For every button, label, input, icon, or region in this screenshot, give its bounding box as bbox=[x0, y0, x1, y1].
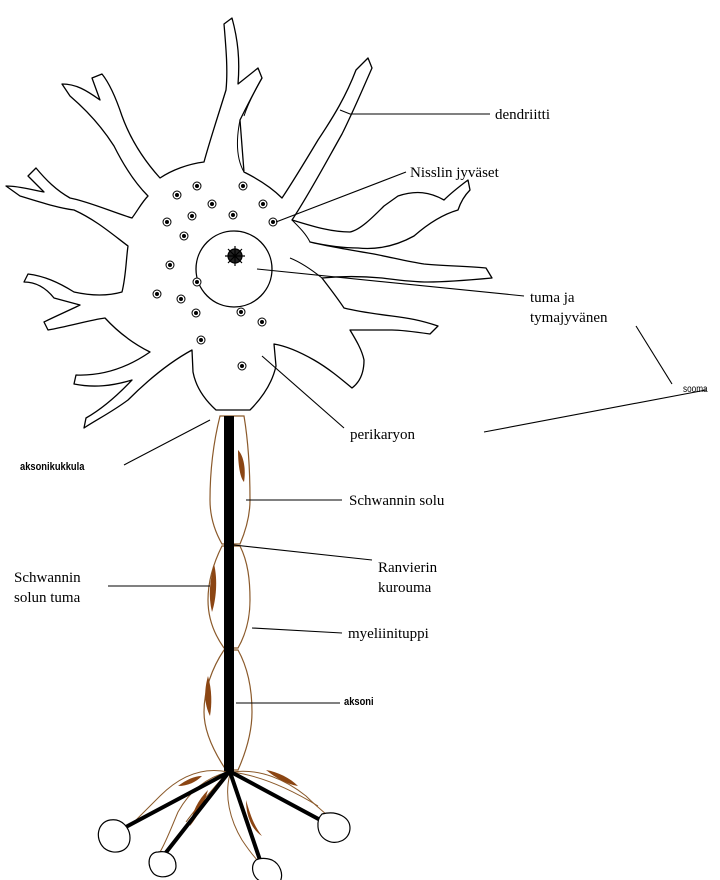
leader-myelin bbox=[252, 628, 342, 633]
leader-axon-hillock bbox=[124, 420, 210, 465]
nissl-body bbox=[239, 182, 247, 190]
nissl-body bbox=[259, 200, 267, 208]
nissl-body bbox=[238, 362, 246, 370]
label-axon-hillock: aksonikukkula bbox=[20, 460, 84, 475]
nissl-body bbox=[192, 309, 200, 317]
leader-soma-1 bbox=[636, 326, 672, 384]
label-axon: aksoni bbox=[344, 695, 374, 710]
label-schwann-nucleus-line1: Schwannin bbox=[14, 568, 81, 588]
schwann-nucleus bbox=[205, 676, 211, 716]
label-soma: sooma bbox=[683, 383, 708, 397]
label-nucleus-line2: tymajyvänen bbox=[530, 308, 607, 328]
cell-body-outline bbox=[6, 18, 492, 428]
nissl-body bbox=[258, 318, 266, 326]
label-perikaryon: perikaryon bbox=[350, 425, 415, 445]
axon bbox=[224, 416, 234, 772]
nissl-body bbox=[208, 200, 216, 208]
label-node-of-ranvier: Ranvierin kurouma bbox=[378, 558, 437, 599]
label-schwann-nucleus-line2: solun tuma bbox=[14, 588, 81, 608]
nucleolus bbox=[225, 246, 245, 266]
schwann-nucleus bbox=[238, 450, 245, 482]
label-dendrite: dendriitti bbox=[495, 105, 550, 125]
schwann-nucleus bbox=[210, 564, 216, 612]
axon-terminal-branches bbox=[124, 772, 324, 866]
label-nissl-granules: Nisslin jyväset bbox=[410, 163, 499, 183]
nissl-body bbox=[180, 232, 188, 240]
nissl-body bbox=[229, 211, 237, 219]
terminal-bouton bbox=[149, 852, 176, 877]
nissl-body bbox=[153, 290, 161, 298]
nissl-body bbox=[166, 261, 174, 269]
label-ranvier-line1: Ranvierin bbox=[378, 558, 437, 578]
leader-ranvier bbox=[234, 545, 372, 560]
leader-soma-2 bbox=[484, 390, 706, 432]
terminal-bouton bbox=[98, 820, 130, 852]
nissl-body bbox=[173, 191, 181, 199]
terminal-bouton bbox=[253, 859, 282, 880]
terminal-bouton bbox=[318, 813, 350, 842]
label-nucleus-and-nucleolus: tuma ja tymajyvänen bbox=[530, 288, 607, 329]
nissl-body bbox=[177, 295, 185, 303]
label-schwann-cell: Schwannin solu bbox=[349, 491, 444, 511]
nissl-body bbox=[193, 278, 201, 286]
nissl-body bbox=[237, 308, 245, 316]
nissl-body bbox=[163, 218, 171, 226]
label-schwann-cell-nucleus: Schwannin solun tuma bbox=[14, 568, 81, 609]
label-myelin-sheath: myeliinituppi bbox=[348, 624, 429, 644]
nissl-body bbox=[188, 212, 196, 220]
label-ranvier-line2: kurouma bbox=[378, 578, 437, 598]
nissl-body bbox=[269, 218, 277, 226]
label-nucleus-line1: tuma ja bbox=[530, 288, 607, 308]
nissl-body bbox=[193, 182, 201, 190]
nissl-body bbox=[197, 336, 205, 344]
leader-dendrite bbox=[340, 110, 490, 114]
